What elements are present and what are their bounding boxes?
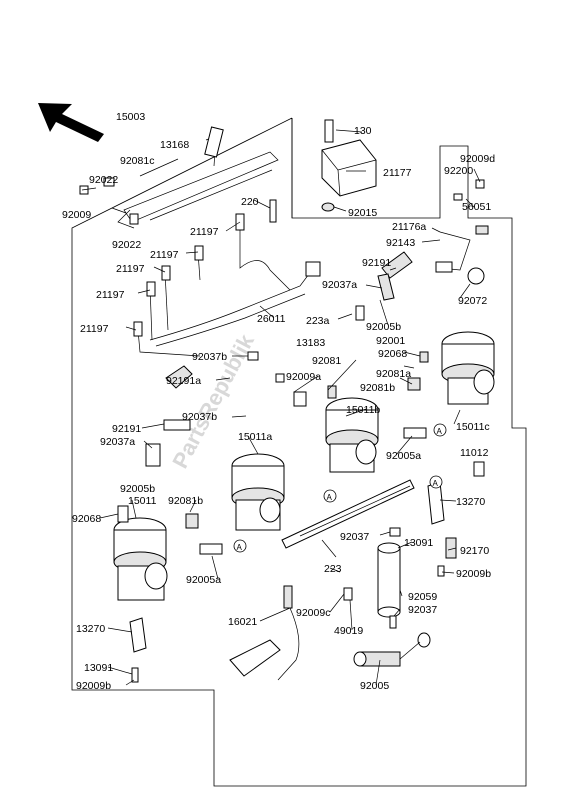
part-label: 92191 — [112, 423, 141, 435]
part-label: 92081b — [168, 495, 203, 507]
part-label: 92081a — [376, 368, 411, 380]
carburetor-15011 — [113, 517, 168, 601]
left-bracket — [129, 617, 147, 683]
part-label: 92037 — [408, 604, 437, 616]
part-label: 92001 — [376, 335, 405, 347]
part-label: 16021 — [228, 616, 257, 628]
part-label: 92005b — [120, 483, 155, 495]
fuel-pipe — [377, 542, 401, 618]
part-label: 92005b — [366, 321, 401, 333]
part-label: 21197 — [116, 263, 145, 275]
choke-cable — [229, 585, 300, 681]
part-label: 13091 — [404, 537, 433, 549]
part-label: 92059 — [408, 591, 437, 603]
leader-lines — [81, 129, 481, 686]
part-label: 21197 — [96, 289, 125, 301]
part-label: 223a — [306, 315, 330, 327]
part-label: 13091 — [84, 662, 113, 674]
direction-arrow-icon — [38, 103, 104, 142]
part-label: 92200 — [444, 165, 473, 177]
assembly-frame — [71, 117, 527, 787]
linkage-rail — [281, 479, 415, 549]
part-label: 220 — [241, 196, 259, 208]
part-label: 92037b — [182, 411, 217, 423]
part-label: 92081 — [312, 355, 341, 367]
part-label: 92009a — [286, 371, 321, 383]
part-label: 92015 — [348, 207, 377, 219]
main-harness — [149, 269, 313, 341]
part-label: 92009d — [460, 153, 495, 165]
callout-markers: A A A A — [233, 423, 447, 553]
part-label: 92009 — [62, 209, 91, 221]
part-label: 92068 — [378, 348, 407, 360]
callout-marker-2: A — [327, 493, 333, 502]
part-label: 13168 — [160, 139, 189, 151]
part-label: 130 — [354, 125, 372, 137]
part-label: 13183 — [296, 337, 325, 349]
part-label: 92191 — [362, 257, 391, 269]
part-label: 92037a — [322, 279, 357, 291]
fuel-joint — [353, 632, 431, 667]
part-label: 21176a — [392, 221, 426, 233]
part-label: 21177 — [383, 167, 412, 179]
part-label: 11012 — [460, 447, 489, 459]
part-label: 15003 — [116, 111, 145, 123]
part-label: 92022 — [112, 239, 141, 251]
control-unit — [321, 119, 377, 212]
callout-marker-1: A — [437, 427, 443, 436]
callout-marker-4: A — [433, 479, 439, 488]
part-label: 92037 — [340, 531, 369, 543]
part-label: 92009b — [76, 680, 111, 692]
part-label: 92009c — [296, 607, 330, 619]
part-label: 92191a — [166, 375, 201, 387]
part-label: 21197 — [150, 249, 179, 261]
part-label: 92068 — [72, 513, 101, 525]
part-label: 15011a — [238, 431, 272, 443]
part-label: 92005a — [186, 574, 221, 586]
carburetor-15011a — [231, 453, 285, 531]
part-labels: 15003 130 13168 92081c 21177 92022 92009… — [62, 111, 495, 692]
vent-hoses — [377, 225, 489, 301]
part-label: 92022 — [89, 174, 118, 186]
carburetor-15011c — [441, 331, 495, 405]
wiring-harness — [117, 126, 279, 229]
part-label: 26011 — [257, 313, 286, 325]
part-label: 92081c — [120, 155, 154, 167]
part-label: 15011 — [128, 495, 157, 507]
part-label: 92005 — [360, 680, 389, 692]
part-label: 15011c — [456, 421, 490, 433]
carburetor-15011b — [325, 397, 379, 473]
part-label: 92072 — [458, 295, 487, 307]
part-label: 92005a — [386, 450, 421, 462]
part-label: 92009b — [456, 568, 491, 580]
part-label: 56051 — [462, 201, 491, 213]
callout-marker-3: A — [237, 543, 243, 552]
part-label: 92170 — [460, 545, 489, 557]
part-label: 92037a — [100, 436, 135, 448]
part-label: 15011b — [346, 404, 380, 416]
part-label: 49019 — [334, 625, 363, 637]
part-label: 21197 — [80, 323, 109, 335]
part-label: 92081b — [360, 382, 395, 394]
part-label: 21197 — [190, 226, 219, 238]
part-label: 92037b — [192, 351, 227, 363]
part-label: 223 — [324, 563, 342, 575]
part-label: 92143 — [386, 237, 415, 249]
part-label: 13270 — [456, 496, 485, 508]
part-label: 13270 — [76, 623, 105, 635]
